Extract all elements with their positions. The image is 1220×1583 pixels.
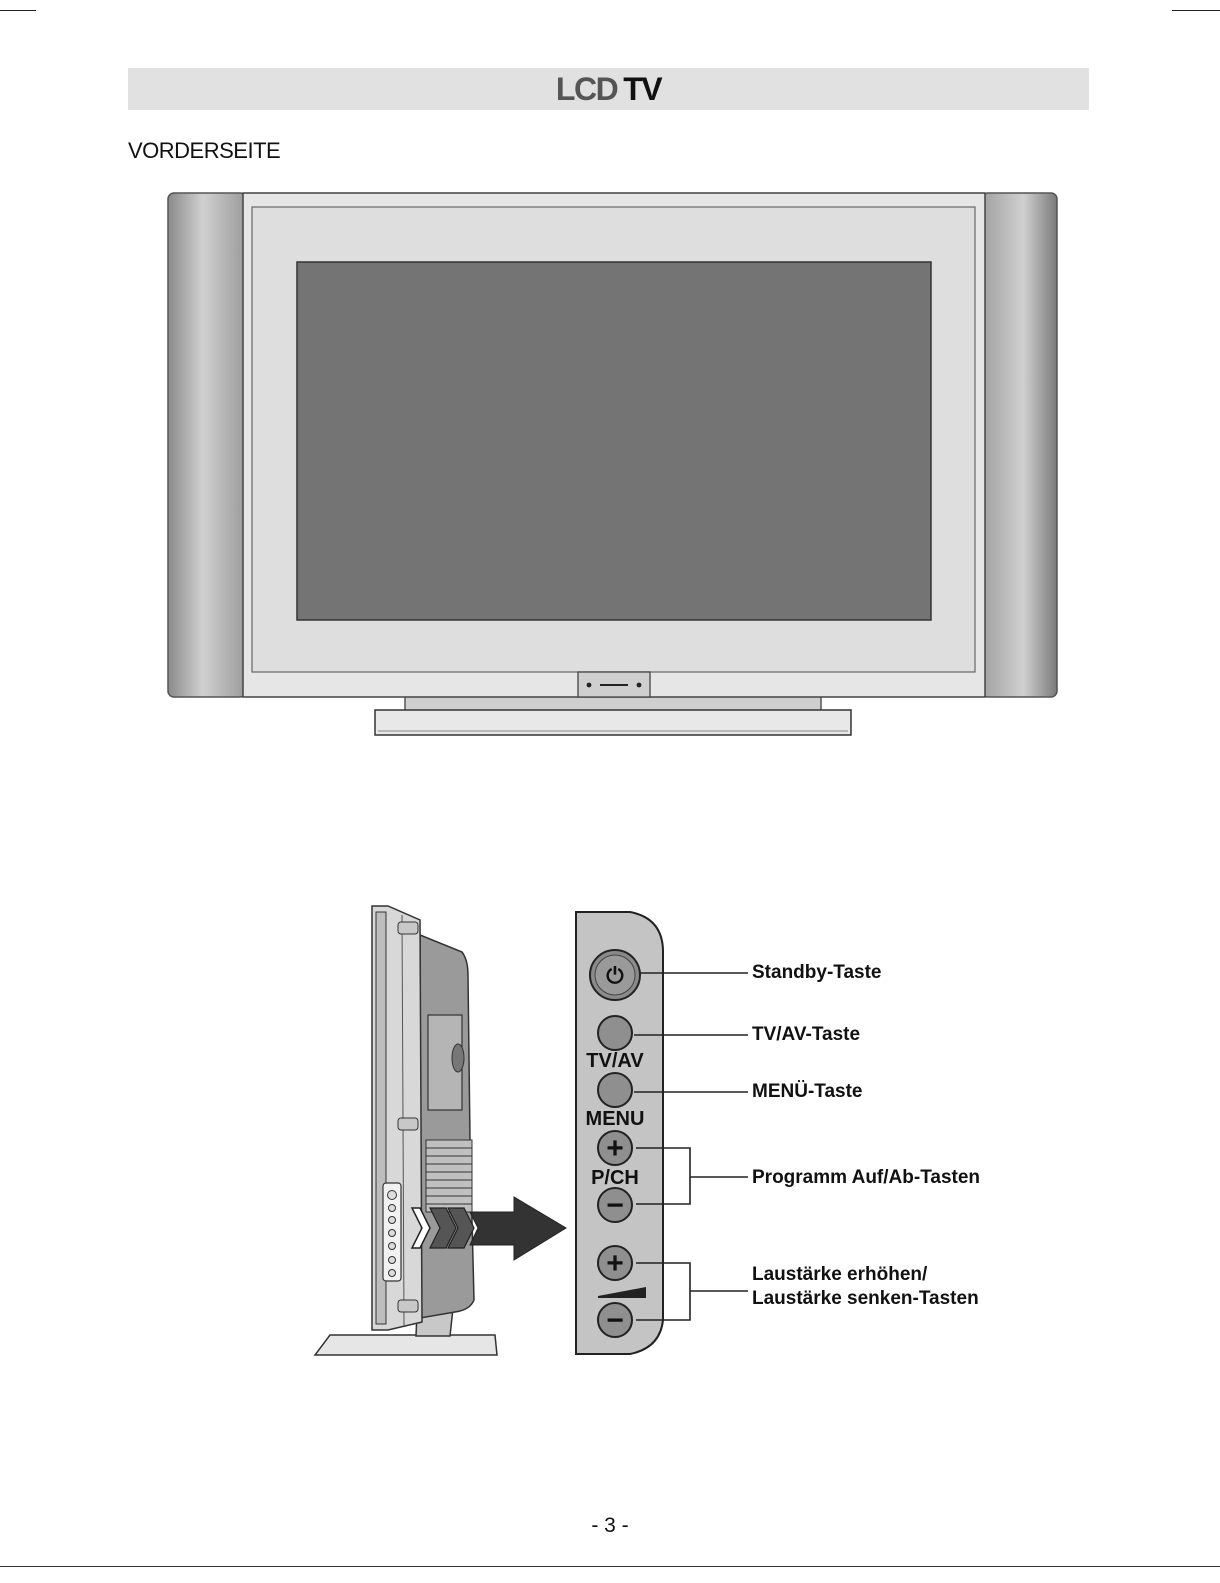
plus-icon: + (606, 1247, 624, 1280)
tv-screen (297, 262, 931, 620)
callout-standby: Standby-Taste (752, 961, 882, 985)
callout-volume-line2: Laustärke senken-Tasten (752, 1287, 979, 1311)
left-speaker (168, 193, 246, 697)
menu-button[interactable] (598, 1073, 632, 1107)
callout-menu: MENÜ-Taste (752, 1080, 863, 1104)
front-indicator-tab (578, 672, 650, 697)
tvav-button[interactable] (598, 1016, 632, 1050)
plus-icon: + (606, 1132, 624, 1165)
right-speaker (982, 193, 1057, 697)
crop-mark-bottom (0, 1566, 1220, 1567)
menu-label: MENU (586, 1108, 645, 1130)
callout-volume-line1: Laustärke erhöhen/ (752, 1263, 927, 1287)
tvav-label: TV/AV (586, 1050, 644, 1072)
tv-front-illustration (0, 0, 1220, 760)
minus-icon: − (606, 1189, 624, 1222)
tv-side-illustration: ⏻ TV/AV MENU P/CH + − + − (0, 860, 1220, 1420)
power-icon: ⏻ (606, 963, 624, 988)
tv-stand (375, 696, 851, 735)
tv-side-view (315, 906, 497, 1355)
minus-icon: − (606, 1304, 624, 1337)
pch-label: P/CH (591, 1167, 639, 1189)
callout-tvav: TV/AV-Taste (752, 1023, 860, 1047)
page-number: - 3 - (0, 1514, 1220, 1538)
callout-program: Programm Auf/Ab-Tasten (752, 1166, 980, 1190)
